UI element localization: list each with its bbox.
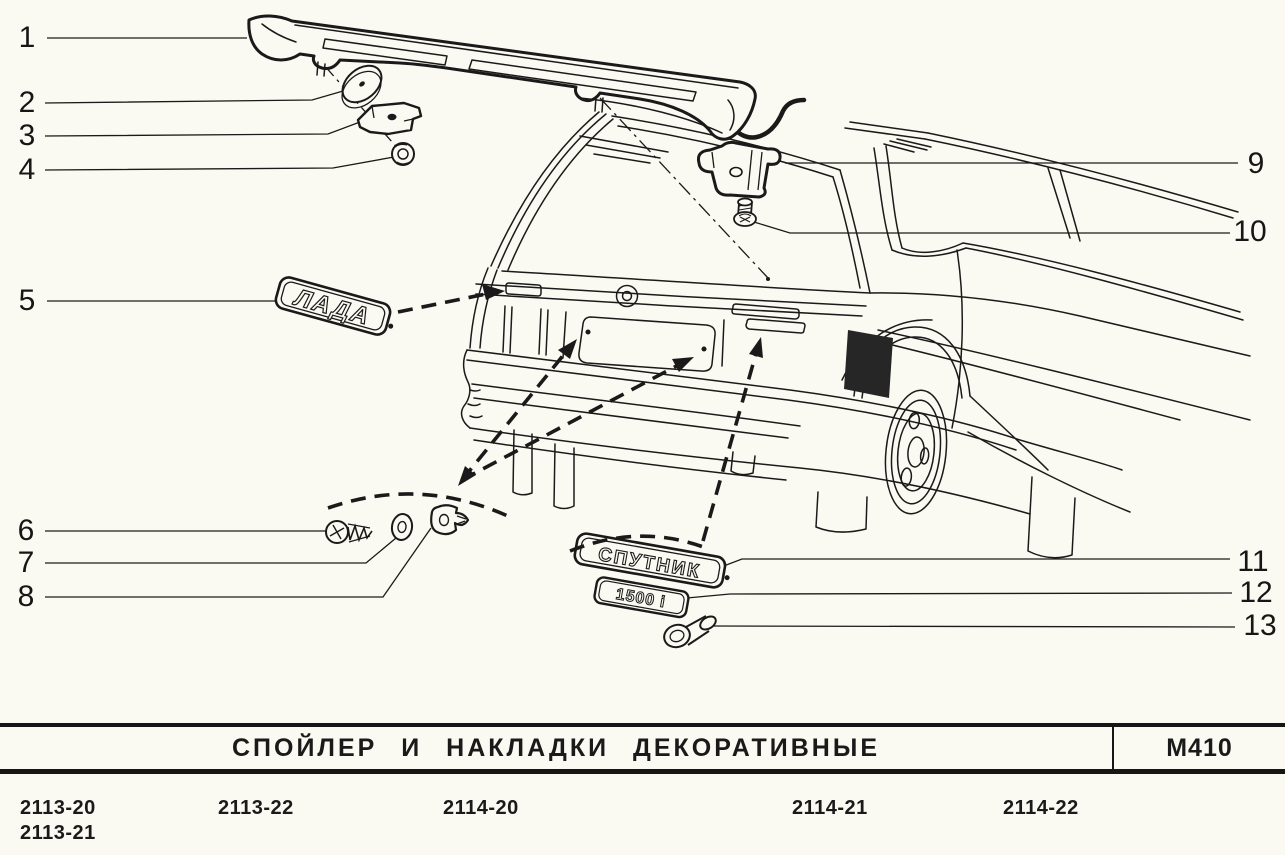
- variant-code: 2114-22: [1003, 797, 1079, 819]
- washer-part-2: [341, 64, 383, 109]
- variant-code: 2114-20: [443, 797, 519, 819]
- nut-part-4: [391, 142, 415, 166]
- callout-1: 1: [18, 21, 36, 54]
- lada-badge-part: ЛАДА: [274, 276, 394, 336]
- mount-hole-mark: [766, 277, 770, 281]
- bracket-part-3: [356, 101, 423, 136]
- spoiler-part: [247, 14, 757, 141]
- callout-9: 9: [1247, 147, 1265, 180]
- callout-4: 4: [18, 153, 36, 186]
- sheet-title: СПОЙЛЕР И НАКЛАДКИ ДЕКОРАТИВНЫЕ: [231, 733, 881, 762]
- callout-13: 13: [1243, 609, 1277, 642]
- placement-arrows: [327, 292, 759, 553]
- fastener-part-13: [663, 615, 717, 649]
- callout-12: 12: [1239, 576, 1273, 609]
- leader-lines: [44, 37, 1238, 628]
- title-block-divider: [1112, 727, 1114, 769]
- callout-3: 3: [18, 119, 36, 152]
- sheet-code: М410: [1166, 733, 1233, 762]
- screw-part-6: [325, 520, 373, 544]
- callout-11: 11: [1237, 545, 1269, 578]
- right-taillight: [844, 330, 893, 398]
- title-block-top-rule: [0, 723, 1285, 727]
- engine-badge-part: 1500 i: [593, 576, 690, 619]
- car-rear-view: [460, 97, 1251, 559]
- washer-part-7: [390, 513, 414, 541]
- callout-7: 7: [17, 546, 35, 579]
- callout-6: 6: [17, 514, 35, 547]
- clip-part-8: [430, 504, 470, 536]
- variant-code: 2113-22: [218, 797, 294, 819]
- bolt-part-10: [733, 197, 757, 227]
- bracket-part-9: [697, 140, 782, 199]
- title-block-bottom-rule: [0, 769, 1285, 774]
- callout-8: 8: [17, 580, 35, 613]
- rear-wheel: [884, 389, 948, 515]
- callout-5: 5: [18, 284, 36, 317]
- callout-10: 10: [1233, 215, 1267, 248]
- variant-code: 2113-20: [20, 797, 96, 819]
- variant-code: 2114-21: [792, 797, 868, 819]
- callout-2: 2: [18, 86, 36, 119]
- variant-code: 2113-21: [20, 822, 96, 844]
- arrowheads: [458, 284, 763, 486]
